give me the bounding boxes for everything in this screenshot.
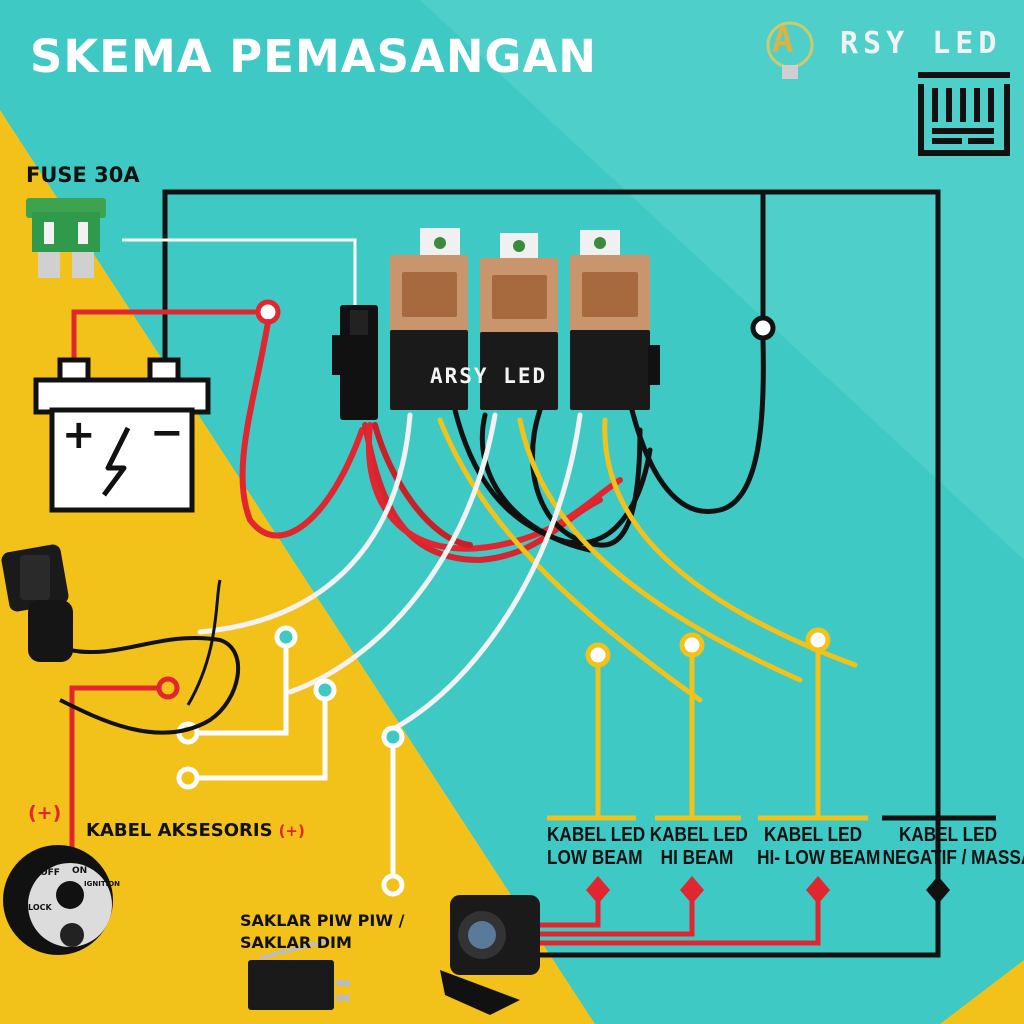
lamp-red-wires: [540, 890, 821, 946]
cable-label-line1: KABEL LED: [898, 824, 998, 846]
cable-label-line1: KABEL LED: [547, 824, 646, 846]
relay-3: [570, 230, 660, 410]
ignition-off-label: OFF: [40, 868, 60, 878]
cable-label-line2: HI- LOW BEAM: [757, 847, 881, 869]
ignition-lock-label: LOCK: [28, 903, 52, 912]
cable-label-line2: HI BEAM: [660, 847, 734, 869]
relay-brand-logo: ARSY LED: [430, 364, 548, 388]
lamp-red-diamonds: [586, 876, 830, 904]
micro-switch-label: SAKLAR PIW PIW / SAKLAR DIM: [240, 910, 404, 954]
micro-switch-label-line1: SAKLAR PIW PIW /: [240, 911, 405, 930]
red-battery-wire: [71, 309, 268, 372]
fuse-pointer-line: [122, 238, 357, 360]
cable-label-line1: KABEL LED: [649, 824, 748, 846]
handlebar-switch-cable-tail: [186, 579, 222, 706]
calligraphy-seal-icon: [918, 72, 1010, 156]
accessory-connection-point: [156, 676, 180, 700]
negative-diamond: [926, 876, 950, 904]
yellow-wire-bundle: [437, 417, 858, 818]
white-wire-bundle: [197, 412, 583, 731]
yellow-connection-points: [585, 627, 831, 668]
white-connection-points: [176, 625, 405, 897]
fuse-icon: [26, 198, 106, 278]
battery-minus-symbol: −: [150, 410, 184, 456]
yellow-corner: [940, 960, 1024, 1024]
battery-plus-symbol: +: [62, 412, 96, 458]
accessory-plus-label: (+): [28, 802, 62, 824]
relay-1: [390, 228, 468, 410]
yellow-triangle: [0, 110, 595, 1024]
fuse-label: FUSE 30A: [26, 163, 140, 187]
relay-2: [480, 233, 558, 410]
handlebar-switch-cable: [59, 635, 240, 735]
cable-label-line2: LOW BEAM: [547, 847, 643, 869]
battery-icon: [33, 357, 211, 513]
ignition-key-icon: [3, 845, 113, 955]
cable-label-hi-beam: KABEL LED HI BEAM: [649, 824, 748, 870]
cable-label-line1: KABEL LED: [763, 824, 863, 846]
handlebar-switch-icon: [1, 544, 73, 662]
brand-bulb-icon: [766, 21, 814, 79]
accessory-cable-plus: (+): [278, 822, 305, 840]
ground-connection-point: [750, 315, 776, 341]
cable-label-low-beam: KABEL LED LOW BEAM: [547, 824, 646, 870]
cable-label-line2: NEGATIF / MASSA: [882, 847, 1024, 869]
accessory-cable-text: KABEL AKSESORIS: [86, 820, 273, 841]
black-ground-wire: [162, 189, 941, 958]
fuse-holder: [332, 305, 378, 420]
accessory-cable-label: KABEL AKSESORIS (+): [86, 820, 305, 841]
teal-highlight: [420, 0, 1024, 560]
white-switch-lines: [188, 637, 396, 885]
cable-label-negative: KABEL LED NEGATIF / MASSA: [882, 824, 1024, 870]
brand-logo-initial: A: [772, 20, 794, 61]
ignition-ignition-label: IGNITION: [84, 880, 121, 888]
micro-switch-icon: [248, 938, 350, 1010]
brand-logo-text: RSY LED: [840, 26, 1002, 61]
micro-switch-label-line2: SAKLAR DIM: [240, 933, 352, 952]
page-title: SKEMA PEMASANGAN: [30, 30, 597, 83]
cable-label-hi-low-beam: KABEL LED HI- LOW BEAM: [757, 824, 881, 870]
ignition-on-label: ON: [72, 866, 88, 876]
led-lamp-icon: [440, 895, 540, 1015]
red-wire-bundle: [239, 319, 623, 564]
accessory-red-wire: [69, 685, 168, 855]
